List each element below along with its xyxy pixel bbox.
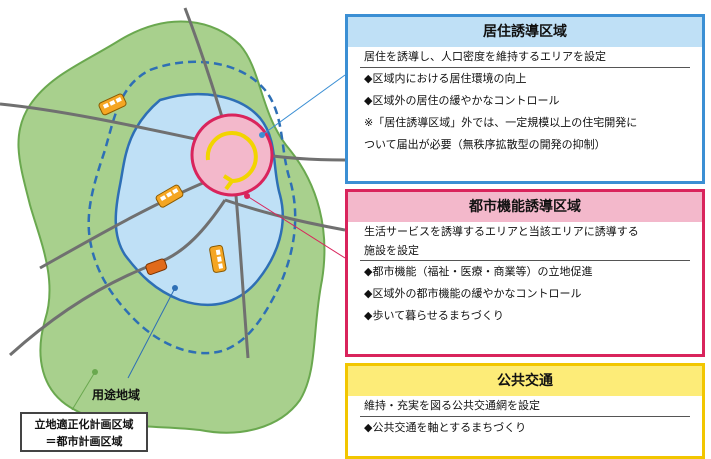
panel-description-line1: 生活サービスを誘導するエリアと当該エリアに誘導する [364,225,639,238]
panel-title: 都市機能誘導区域 [348,192,702,222]
panel-items: ◆公共交通を軸とするまちづくり [360,417,690,439]
city-plan-label-line1: 立地適正化計画区域 [34,418,134,431]
list-item: ◆歩いて暮らせるまちづくり [364,309,504,322]
list-item: ◆公共交通を軸とするまちづくり [364,421,527,434]
circular-arrow-icon [205,131,258,191]
list-item: ついて届出が必要（無秩序拡散型の開発の抑制） [364,138,606,151]
panel-description-line2: 施設を設定 [360,241,690,261]
list-item: ◆区域外の都市機能の緩やかなコントロール [364,287,582,300]
city-area-map [0,7,345,434]
list-item: ◆区域外の居住の緩やかなコントロール [364,94,560,107]
bus-icon [155,184,184,208]
list-item: ◆都市機能（福祉・医療・商業等）の立地促進 [364,265,593,278]
panel-description: 居住を誘導し、人口密度を維持するエリアを設定 [360,47,690,68]
leader-lines [71,74,345,411]
panel-items: ◆都市機能（福祉・医療・商業等）の立地促進 ◆区域外の都市機能の緩やかなコントロ… [360,261,690,327]
panel-items: ◆区域内における居住環境の向上 ◆区域外の居住の緩やかなコントロール ※「居住誘… [360,68,690,156]
list-item: ※「居住誘導区域」外では、一定規模以上の住宅開発に [364,116,638,129]
panel-description: 維持・充実を図る公共交通網を設定 [360,396,690,417]
list-item: ◆区域内における居住環境の向上 [364,72,527,85]
bus-icon [145,258,168,275]
bus-icon [209,244,227,273]
bus-icon [98,93,127,116]
youto-area-label: 用途地域 [92,388,141,402]
residential-induction-panel: 居住誘導区域 居住を誘導し、人口密度を維持するエリアを設定 ◆区域内における居住… [345,14,705,184]
public-transit-panel: 公共交通 維持・充実を図る公共交通網を設定 ◆公共交通を軸とするまちづくり [345,363,705,459]
panel-title: 居住誘導区域 [348,17,702,47]
panel-title: 公共交通 [348,366,702,396]
city-plan-label-line2: ＝都市計画区域 [45,435,123,448]
city-plan-area-label: 立地適正化計画区域 ＝都市計画区域 [20,412,148,452]
urban-function-core [190,113,274,197]
urban-function-panel: 都市機能誘導区域 生活サービスを誘導するエリアと当該エリアに誘導する 施設を設定… [345,189,705,357]
